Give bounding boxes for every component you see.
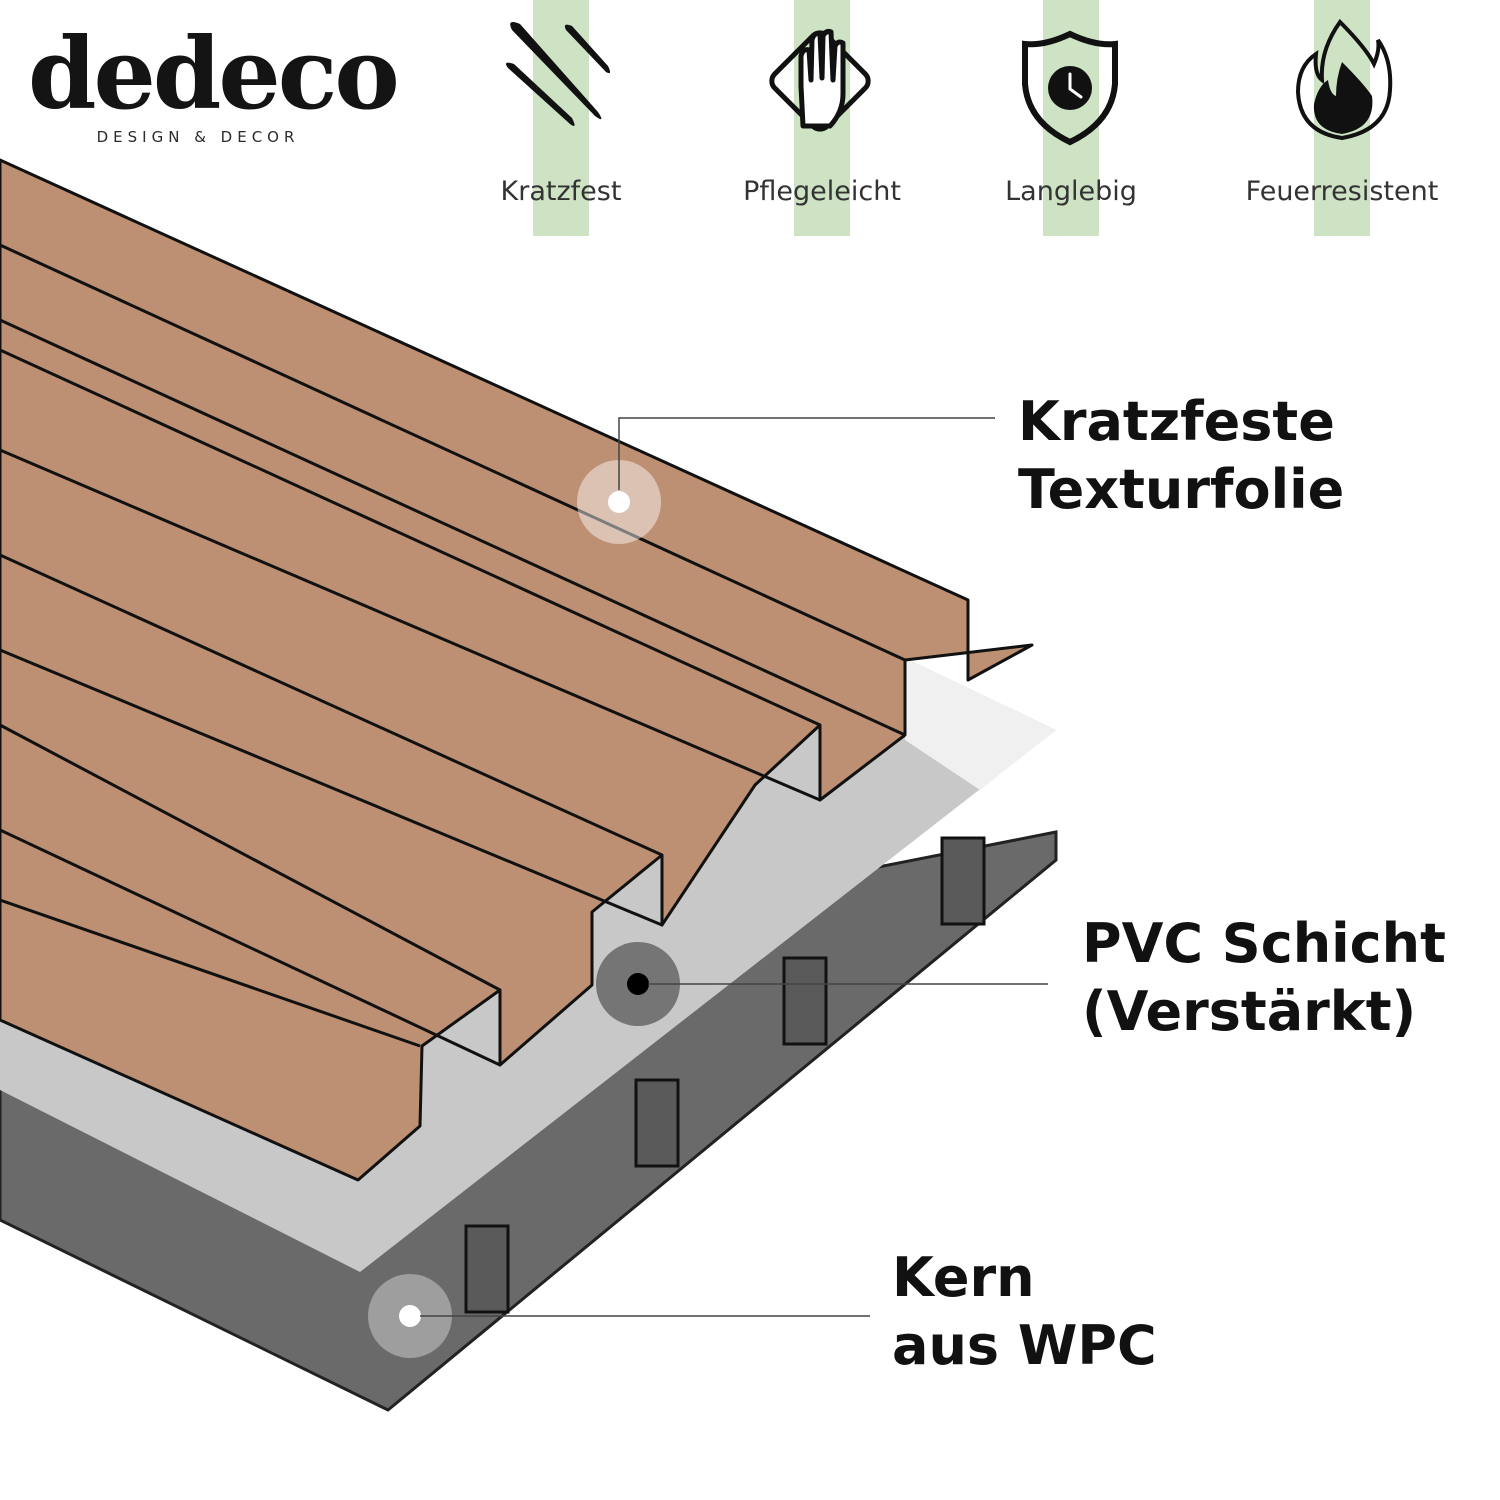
wipe-hand-icon (769, 29, 871, 132)
feature-label-pflegeleicht: Pflegeleicht (743, 176, 901, 207)
core-ribs (464, 836, 986, 1314)
scratch-icon (506, 22, 611, 126)
wood-slat-lines (0, 243, 906, 1067)
pvc-layer-edge (905, 658, 1056, 790)
callout-pvc: PVC Schicht (Verstärkt) (1082, 910, 1446, 1046)
shield-clock-icon (1022, 30, 1118, 146)
flame-icon (1295, 18, 1393, 141)
feature-label-langlebig: Langlebig (1005, 176, 1137, 207)
callout-foil-line1: Kratzfeste (1018, 390, 1335, 453)
callout-marker-core (368, 1274, 870, 1358)
callout-pvc-line2: (Verstärkt) (1082, 980, 1417, 1043)
brand-tagline: DESIGN & DECOR (96, 128, 300, 146)
callout-foil: Kratzfeste Texturfolie (1018, 388, 1344, 524)
callout-pvc-line1: PVC Schicht (1082, 912, 1446, 975)
feature-label-feuerresistent: Feuerresistent (1245, 176, 1439, 207)
brand-name: dedeco (28, 17, 400, 132)
callout-foil-line2: Texturfolie (1018, 458, 1345, 521)
feature-label-kratzfest: Kratzfest (500, 176, 622, 207)
callout-marker-pvc (596, 942, 1048, 1026)
callout-core-line1: Kern (892, 1246, 1035, 1309)
callout-core: Kern aus WPC (892, 1244, 1157, 1380)
brand-logo: dedeco DESIGN & DECOR (28, 17, 400, 147)
callout-core-line2: aus WPC (892, 1314, 1157, 1377)
callout-marker-foil (577, 417, 995, 544)
